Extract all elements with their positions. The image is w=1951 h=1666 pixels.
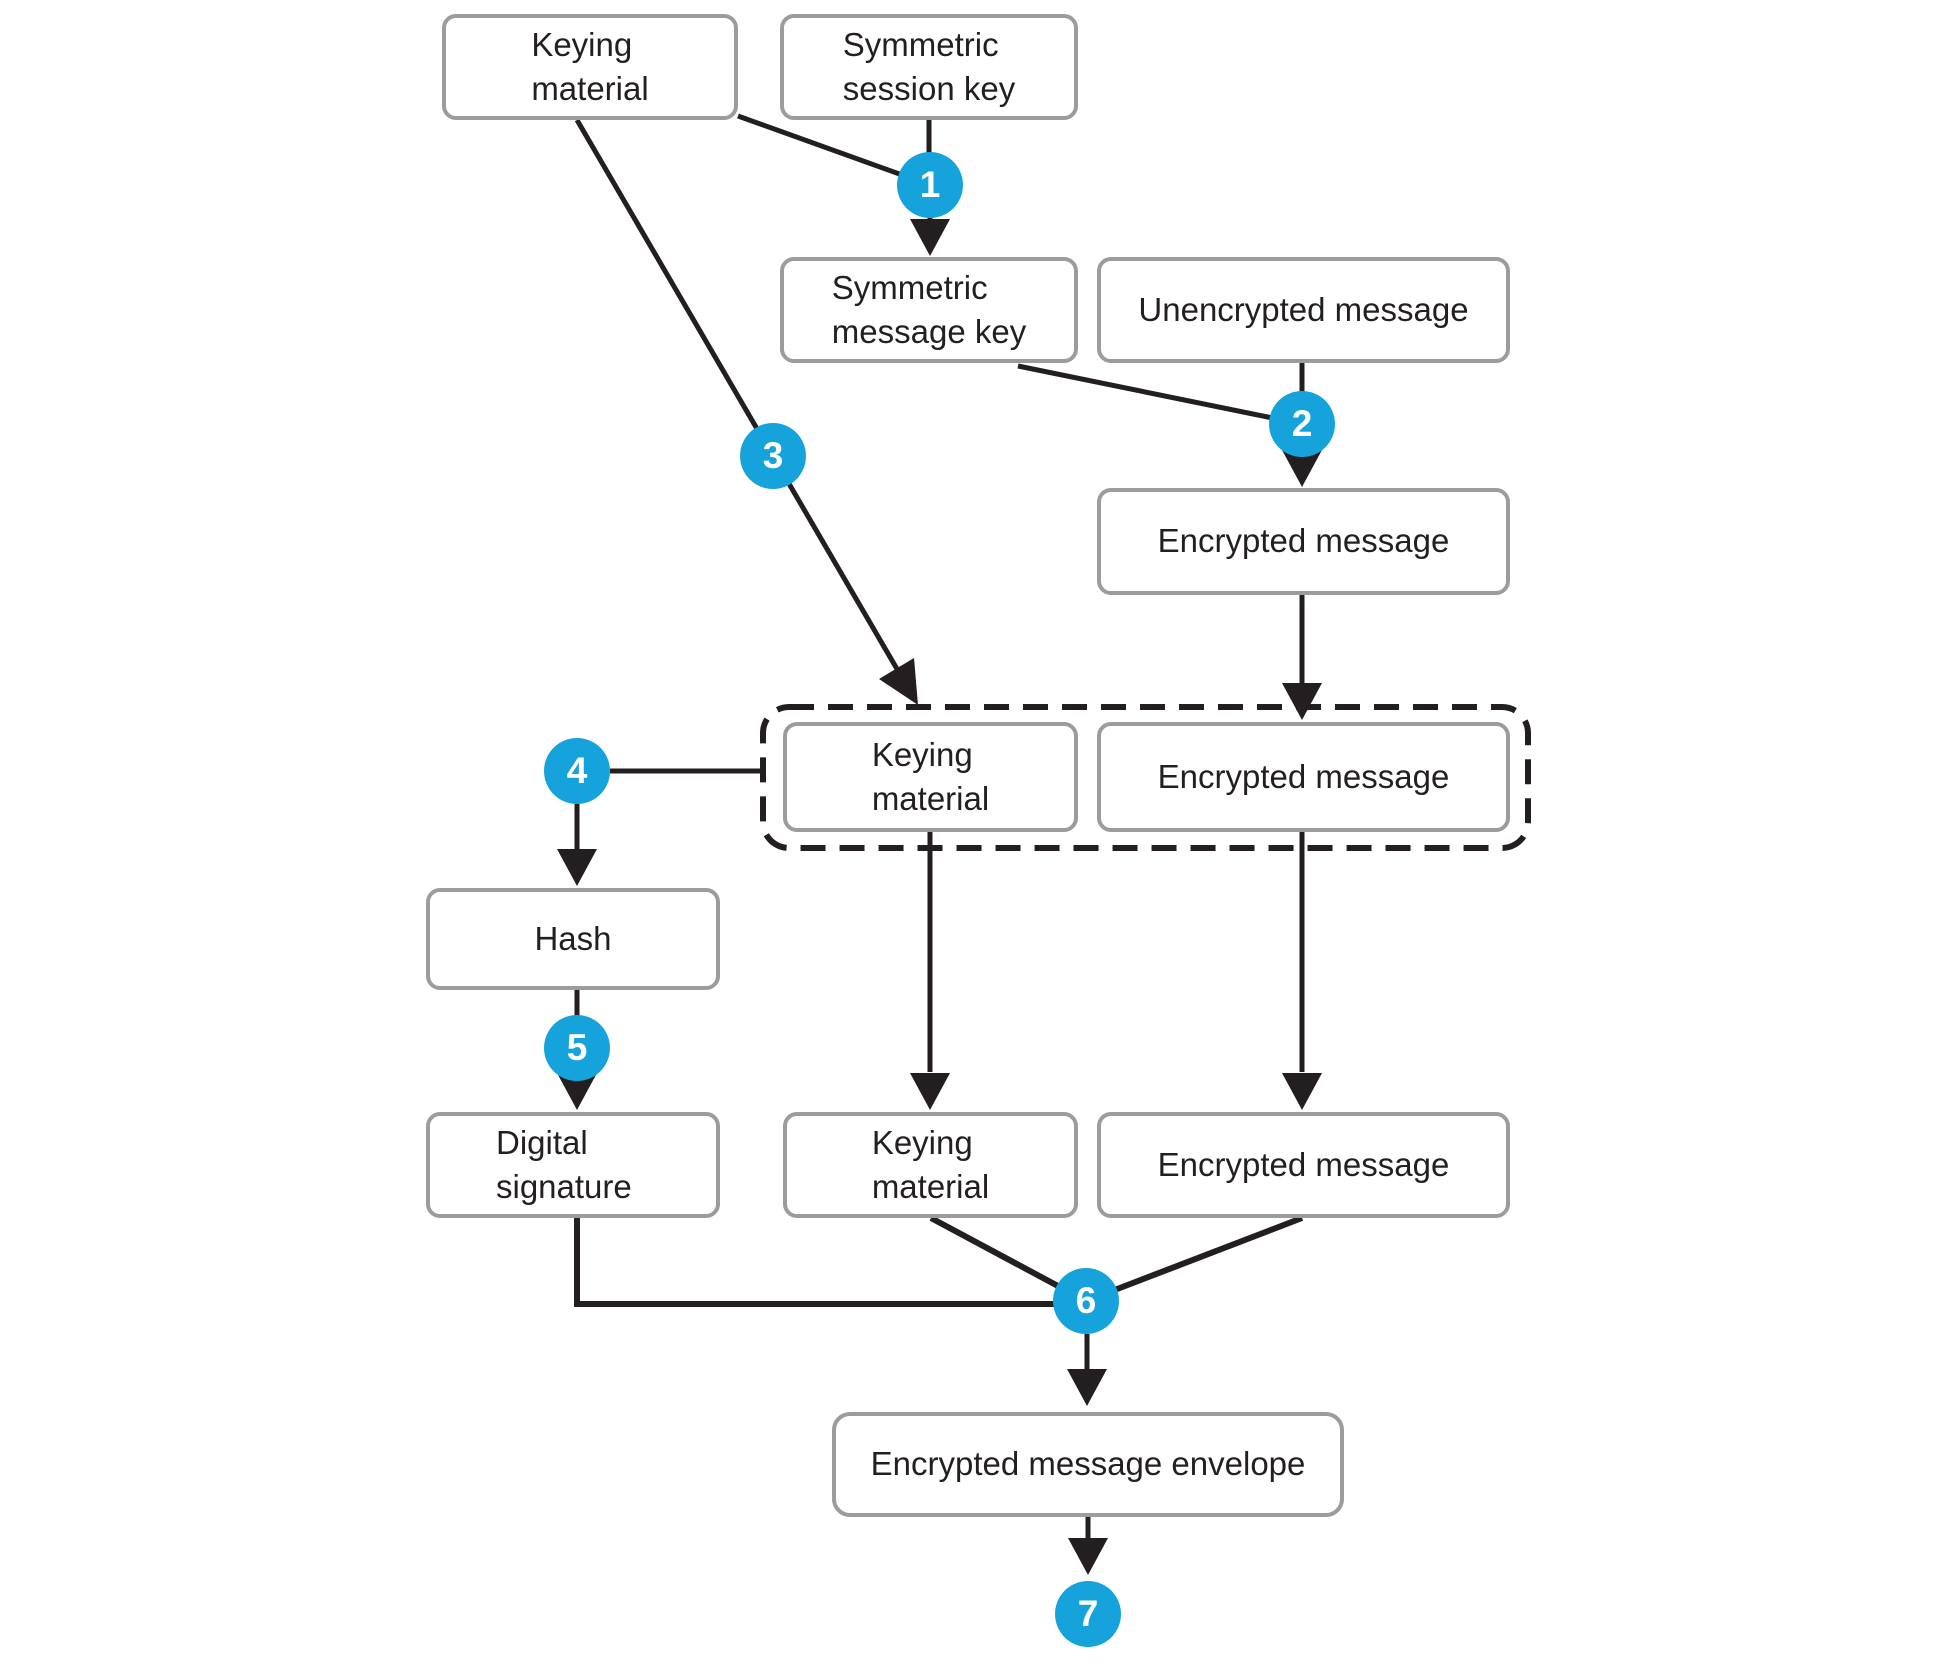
- node-keying-material-top: Keying material: [442, 14, 738, 120]
- node-label: Encrypted message envelope: [870, 1445, 1306, 1483]
- dashed-group-outline: [760, 704, 1531, 851]
- arrowhead-into-encrypted: [1282, 450, 1322, 487]
- node-label: Encrypted message: [1157, 522, 1450, 560]
- step-number: 7: [1077, 1593, 1099, 1634]
- node-digital-signature: Digital signature: [426, 1112, 720, 1218]
- wire-keying-top-to-group: [574, 118, 900, 671]
- arrowhead-into-step7: [1068, 1538, 1108, 1575]
- arrowhead-into-envelope: [1067, 1369, 1107, 1406]
- node-encrypted-message-envelope: Encrypted message envelope: [832, 1412, 1344, 1517]
- node-keying-material-grouped: Keying material: [783, 722, 1078, 832]
- step-badge-6: 6: [1053, 1268, 1119, 1334]
- step-badge-4: 4: [544, 738, 610, 804]
- step-badge-5: 5: [544, 1015, 610, 1081]
- arrowhead-into-encrypted-bottom: [1282, 1073, 1322, 1110]
- step-badge-3: 3: [740, 423, 806, 489]
- node-keying-material-bottom: Keying material: [783, 1112, 1078, 1218]
- step-number: 1: [919, 164, 941, 205]
- node-label: Symmetric session key: [842, 25, 1016, 107]
- node-symmetric-session-key: Symmetric session key: [780, 14, 1078, 120]
- arrowhead-into-group-encrypted: [1282, 683, 1322, 720]
- node-label: Unencrypted message: [1138, 290, 1469, 328]
- step-badge-7: 7: [1055, 1581, 1121, 1647]
- node-encrypted-message-grouped: Encrypted message: [1097, 722, 1510, 832]
- node-label: Keying material: [531, 25, 649, 107]
- node-symmetric-message-key: Symmetric message key: [780, 257, 1078, 363]
- wire-encrypted-bottom-to-step6: [1084, 1215, 1304, 1304]
- arrowhead-into-signature: [557, 1073, 597, 1110]
- wire-message-key-to-step2: [1017, 363, 1303, 427]
- node-label: Encrypted message: [1157, 757, 1450, 795]
- node-label: Digital signature: [496, 1123, 632, 1205]
- node-encrypted-message-bottom: Encrypted message: [1097, 1112, 1510, 1218]
- step-number: 4: [566, 750, 588, 791]
- step-number: 2: [1291, 403, 1313, 444]
- wire-signature-elbow-to-step6: [574, 1218, 1086, 1307]
- node-label: Keying material: [871, 735, 990, 817]
- node-label: Symmetric message key: [831, 268, 1027, 350]
- step-number: 6: [1075, 1280, 1097, 1321]
- arrowhead-into-group: [879, 658, 918, 705]
- node-label: Hash: [534, 919, 612, 957]
- node-label: Encrypted message: [1157, 1145, 1450, 1183]
- node-label: Keying material: [871, 1123, 990, 1205]
- step-badge-1: 1: [897, 152, 963, 218]
- step-badge-2: 2: [1269, 391, 1335, 457]
- arrowhead-into-hash: [557, 849, 597, 886]
- node-unencrypted-message: Unencrypted message: [1097, 257, 1510, 363]
- node-encrypted-message-top: Encrypted message: [1097, 488, 1510, 595]
- node-hash: Hash: [426, 888, 720, 990]
- step-number: 5: [566, 1027, 588, 1068]
- arrowhead-into-keying-bottom: [910, 1073, 950, 1110]
- step-number: 3: [762, 435, 784, 476]
- arrowhead-into-message-key: [910, 219, 950, 256]
